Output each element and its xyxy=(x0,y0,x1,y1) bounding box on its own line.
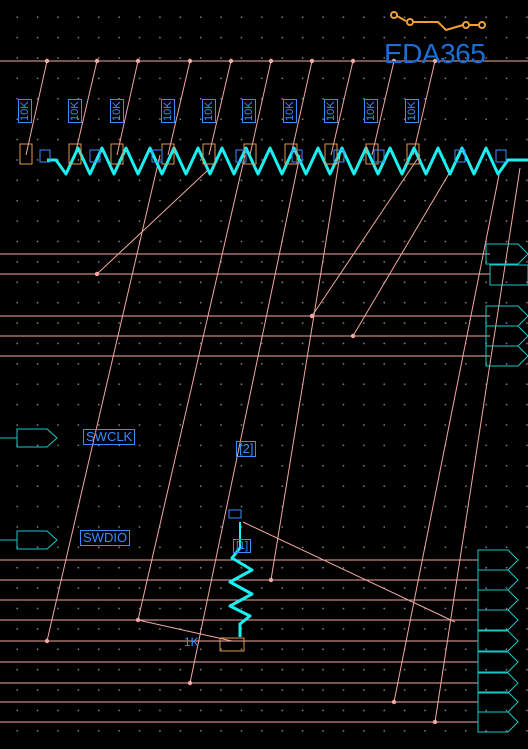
resistor-designators[interactable] xyxy=(19,143,420,165)
port-swdio[interactable] xyxy=(16,530,58,550)
pullup-value-label[interactable]: 10K xyxy=(242,99,256,123)
net-label-swclk[interactable]: SWCLK xyxy=(83,429,136,445)
pullup-value-label[interactable]: 10K xyxy=(364,99,378,123)
pullup-value-label[interactable]: 10K xyxy=(202,99,216,123)
series-resistor-value[interactable]: 1K xyxy=(184,635,199,649)
output-ports-lower[interactable] xyxy=(477,549,519,733)
series-resistor-designator[interactable] xyxy=(219,637,245,652)
pullup-value-label[interactable]: 10K xyxy=(161,99,175,123)
pin-label[interactable]: [2] xyxy=(236,441,257,457)
signal-routes[interactable] xyxy=(46,154,521,723)
pullup-value-label[interactable]: 10K xyxy=(324,99,338,123)
pullup-value-label[interactable]: 10K xyxy=(283,99,297,123)
pullup-leads[interactable] xyxy=(25,60,436,156)
pullup-resistor-array[interactable] xyxy=(47,146,528,176)
pullup-value-label[interactable]: 10K xyxy=(110,99,124,123)
series-resistor[interactable] xyxy=(228,547,254,637)
net-label-swdio[interactable]: SWDIO xyxy=(80,530,131,546)
pin-markers xyxy=(39,149,507,163)
port-swclk[interactable] xyxy=(16,428,58,448)
pullup-value-label[interactable]: 10K xyxy=(18,99,32,123)
logo-text: EDA365 xyxy=(384,38,486,69)
bus-wires-upper[interactable] xyxy=(0,253,490,357)
series-resistor-pin-box xyxy=(228,509,242,519)
logo-trace-icon xyxy=(390,11,486,32)
eda365-logo: EDA365 xyxy=(384,10,514,72)
junction-dots xyxy=(44,58,438,725)
pullup-value-label[interactable]: 10K xyxy=(405,99,419,123)
pullup-value-label[interactable]: 10K xyxy=(68,99,82,123)
output-ports-upper[interactable] xyxy=(485,243,528,367)
series-resistor-pin-label[interactable]: [1] xyxy=(233,539,252,553)
